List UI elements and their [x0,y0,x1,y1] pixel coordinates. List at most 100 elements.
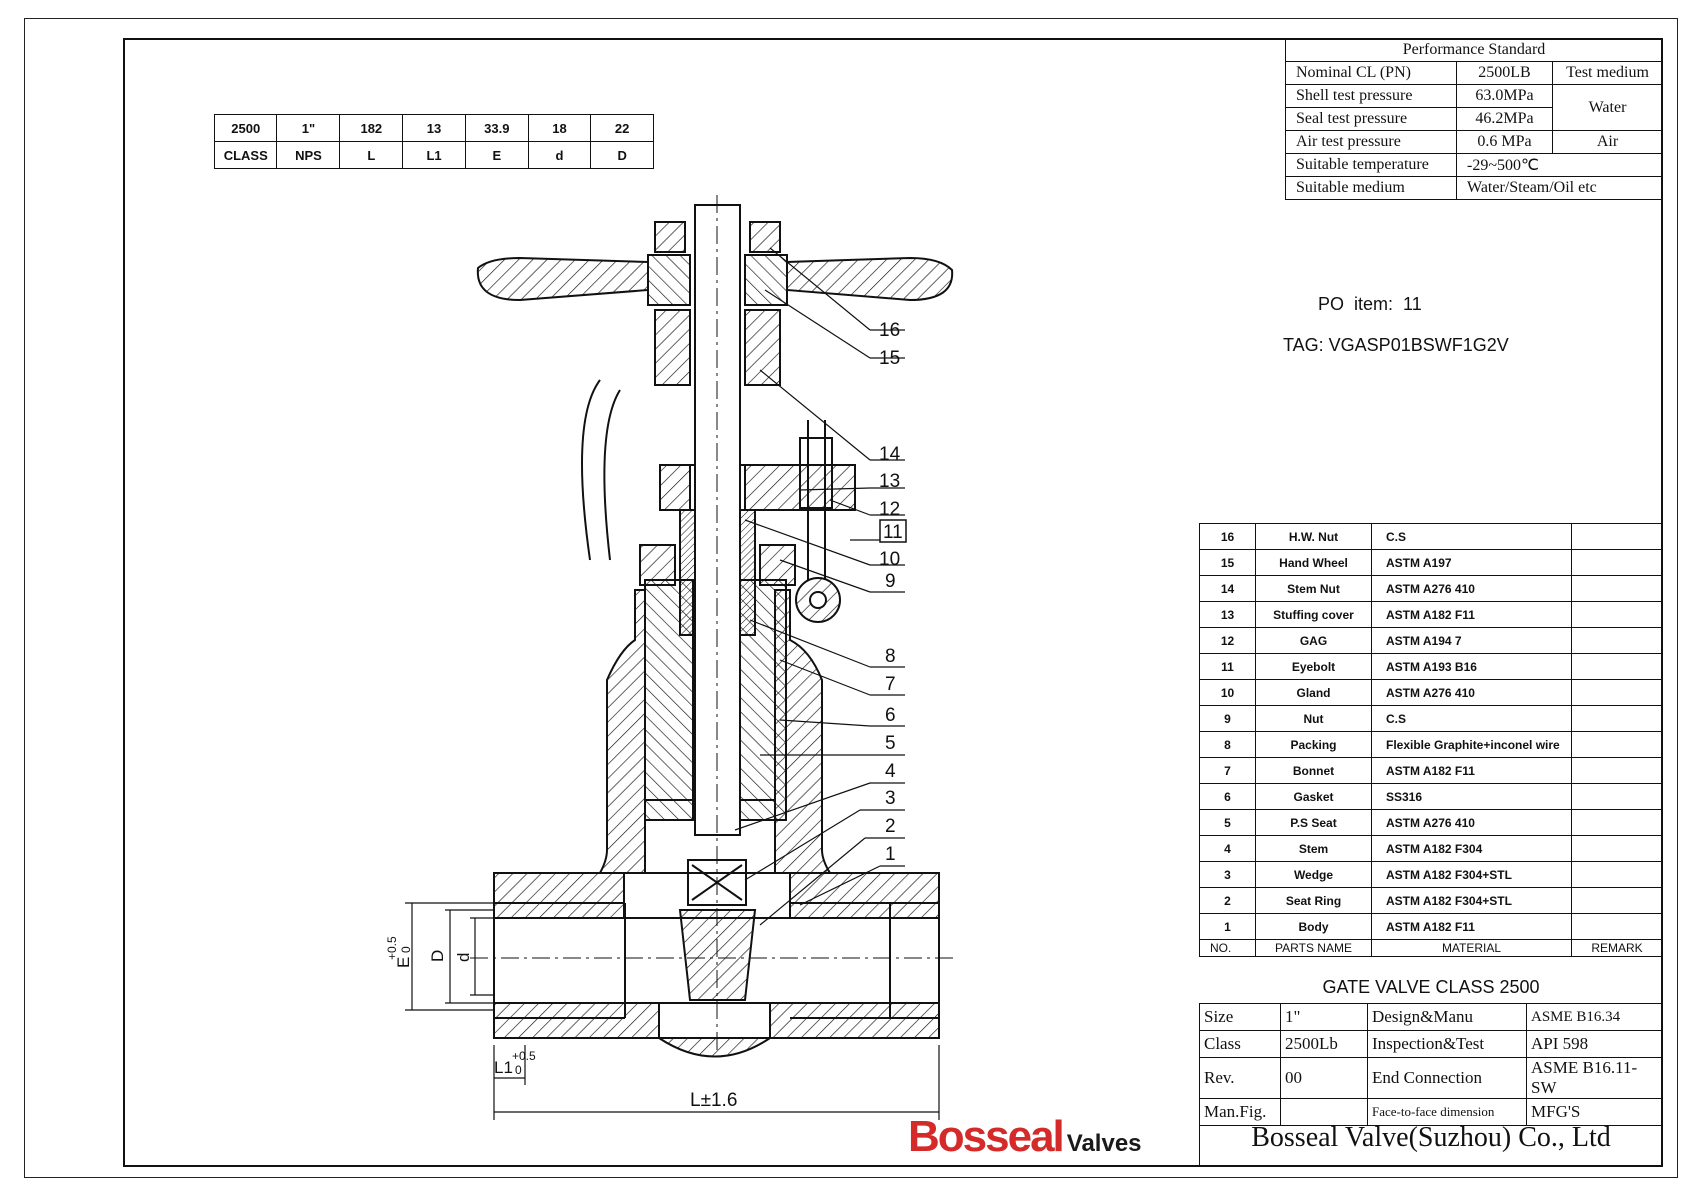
callout-number: 14 [879,444,901,465]
tb-value: ASME B16.11-SW [1526,1057,1663,1099]
perf-row: Suitable medium Water/Steam/Oil etc [1285,176,1663,200]
tb-key: Rev. [1199,1057,1281,1099]
hand-wheel [476,256,954,561]
callout-number: 10 [879,549,900,570]
bom-material: ASTM A182 F304 [1371,835,1572,862]
dim-label: E [464,141,529,169]
dimension-lines [405,902,940,1120]
tb-key: End Connection [1367,1057,1527,1099]
callout-number: 5 [885,733,896,754]
bom-name: Gland [1255,679,1372,706]
perf-extra: Test medium [1552,61,1663,85]
perf-row: Seal test pressure 46.2MPa [1285,107,1663,131]
po-tag: TAG: VGASP01BSWF1G2V [1283,335,1509,355]
bom-no: 16 [1199,523,1256,550]
bom-no: 3 [1199,861,1256,888]
brand-name: Bosseal [908,1112,1065,1161]
po-item: PO item: 11 [1318,294,1422,314]
callout-number: 2 [885,816,896,837]
callout-number: 15 [879,348,900,369]
dim-value: 1" [276,114,341,142]
bom-remark [1571,809,1663,836]
dim-length-label: L±1.6 [690,1090,737,1111]
bom-header-row: NO. PARTS NAME MATERIAL REMARK [1199,939,1663,957]
bom-remark [1571,653,1663,680]
stem [694,195,741,1050]
dim-l1-label: L1 [494,1058,513,1077]
dim-d-lower-label: d [454,953,473,962]
tb-key: Class [1199,1030,1281,1058]
bom-remark [1571,705,1663,732]
dim-label: L [339,141,404,169]
callout-number: 9 [885,571,896,592]
perf-value: 2500LB [1456,61,1553,85]
bom-remark [1571,731,1663,758]
perf-label: Air test pressure [1285,130,1457,154]
callout-number: 11 [883,522,903,543]
bom-header-no: NO. [1199,939,1256,957]
perf-row: Suitable temperature -29~500℃ [1285,153,1663,177]
callout-number: 1 [885,844,896,865]
brand-suffix: Valves [1066,1130,1142,1157]
callout-number: 6 [885,705,896,726]
perf-label: Suitable medium [1285,176,1457,200]
perf-row: Shell test pressure 63.0MPa Water [1285,84,1663,131]
tb-key: Man.Fig. [1199,1098,1281,1126]
bom-material: ASTM A276 410 [1371,575,1572,602]
bom-no: 14 [1199,575,1256,602]
tb-value: 2500Lb [1280,1030,1368,1058]
bom-name: Stem Nut [1255,575,1372,602]
drawing-title: GATE VALVE CLASS 2500 [1322,977,1540,997]
company-cell-border [1199,1112,1663,1167]
bom-material: Flexible Graphite+inconel wire [1371,731,1572,758]
tb-value: ASME B16.34 [1526,1003,1663,1031]
perf-row: Nominal CL (PN) 2500LB Test medium [1285,61,1663,85]
title-block-table: Size 1" Design&Manu ASME B16.34 Class 25… [1199,1003,1663,1126]
outer-frame [24,18,1678,1178]
bom-no: 12 [1199,627,1256,654]
bom-header-name: PARTS NAME [1255,939,1372,957]
company-name: Bosseal Valve(Suzhou) Co., Ltd [1251,1122,1611,1153]
dim-l1-tol-upper: +0.5 [512,1049,536,1063]
bom-header-material: MATERIAL [1371,939,1572,957]
dim-e-label: E [394,957,413,968]
performance-standard-table: Performance Standard Nominal CL (PN) 250… [1285,38,1663,200]
bom-header-remark: REMARK [1571,939,1663,957]
dim-label: NPS [276,141,341,169]
callout-number: 12 [879,499,900,520]
callout-number: 7 [885,674,896,695]
perf-title-row: Performance Standard [1285,38,1663,62]
dim-d-upper-label: D [428,950,447,962]
tb-key: Size [1199,1003,1281,1031]
bom-name: Eyebolt [1255,653,1372,680]
bom-material: ASTM A194 7 [1371,627,1572,654]
bom-no: 4 [1199,835,1256,862]
bom-name: P.S Seat [1255,809,1372,836]
packing [739,509,756,636]
bom-remark [1571,523,1663,550]
dim-l1-tol-lower: 0 [515,1063,522,1077]
dim-value: 33.9 [464,114,529,142]
packing [679,509,696,636]
bom-remark [1571,861,1663,888]
perf-value: 46.2MPa [1456,107,1553,131]
dim-label: L1 [402,141,466,169]
bom-name: Gasket [1255,783,1372,810]
title-block-row: Rev. 00 End Connection ASME B16.11-SW [1199,1057,1663,1099]
callout-leaders [734,247,905,926]
bom-no: 15 [1199,549,1256,576]
dimension-labels-row: CLASS NPS L L1 E d D [213,141,654,169]
dim-label: D [590,141,654,169]
